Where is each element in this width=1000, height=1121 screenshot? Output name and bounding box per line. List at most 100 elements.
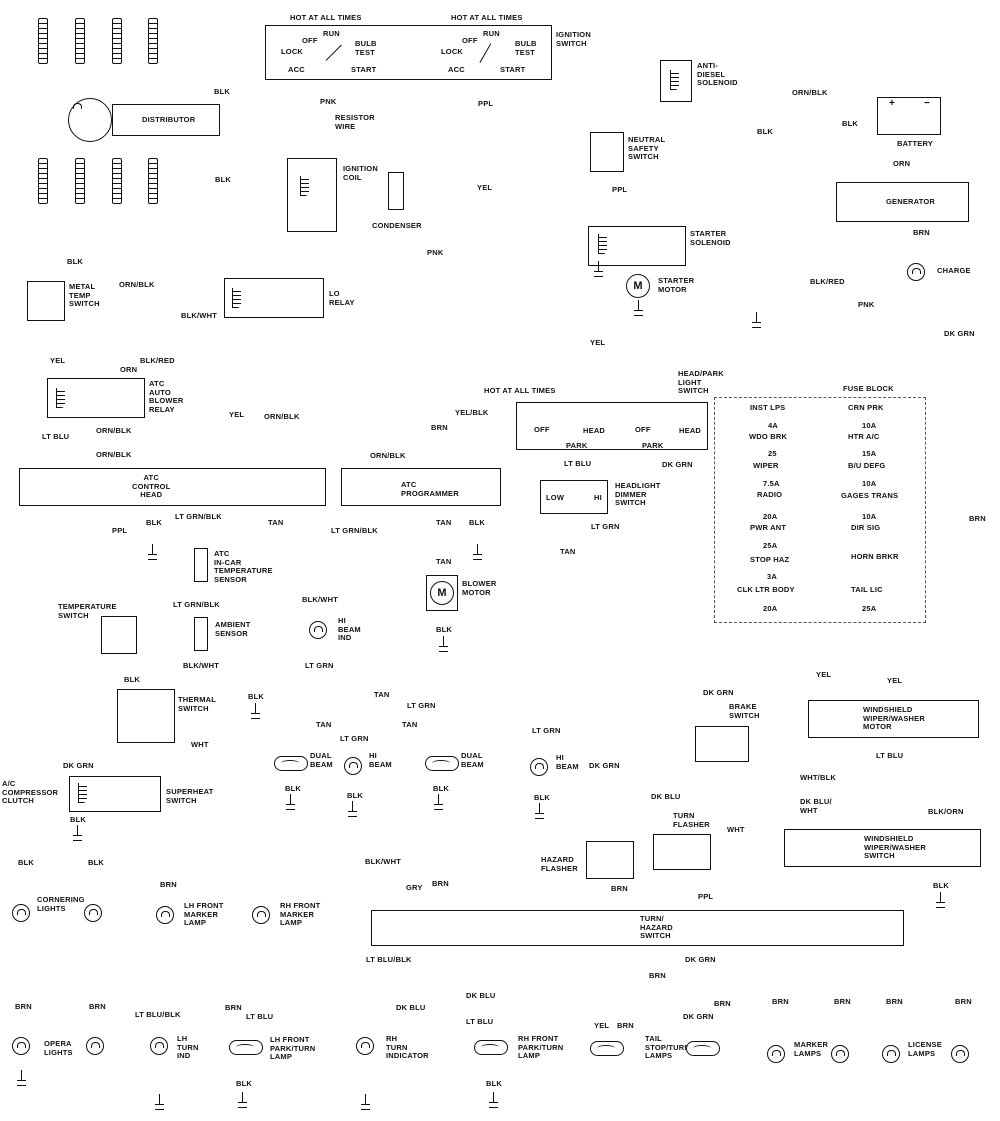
wire-brn-hazard: BRN	[611, 884, 628, 893]
wire-yel-blk-prog: YEL/BLK	[455, 408, 489, 417]
fuse-tail-lic-amp: 25A	[862, 604, 877, 613]
fuse-radio-amp: 20A	[763, 512, 778, 521]
ground-sensor	[251, 703, 260, 721]
ground-starter-motor	[634, 300, 643, 318]
ground-compressor	[73, 825, 82, 843]
wire-tan-prog: TAN	[436, 518, 452, 527]
thermal-switch-label: THERMAL SWITCH	[178, 695, 217, 713]
condenser-label: CONDENSER	[372, 221, 422, 230]
wire-blk-red-relay: BLK/RED	[140, 356, 175, 365]
ignition-lock-2: LOCK	[441, 47, 464, 56]
fuse-stop-haz-amp: 3A	[767, 572, 777, 581]
fuse-bu-defg: B/U DEFG	[848, 461, 886, 470]
wire-orn-blk-relay-2: ORN/BLK	[96, 450, 132, 459]
wire-blk-battery-2: BLK	[842, 119, 859, 128]
dimmer-switch-label: HEADLIGHT DIMMER SWITCH	[615, 481, 661, 507]
marker-lamp-left	[767, 1045, 785, 1063]
fuse-wiper-amp: 7.5A	[763, 479, 780, 488]
wire-brn-lh-park: BRN	[225, 1003, 242, 1012]
starter-solenoid-winding	[598, 234, 607, 254]
tail-stop-turn-label: TAIL STOP/TURN LAMPS	[645, 1034, 690, 1060]
fuse-stop-haz: STOP HAZ	[750, 555, 790, 564]
rh-front-park-turn-lamp	[474, 1040, 508, 1055]
ground-resistor	[752, 312, 761, 330]
wire-brn-main: BRN	[649, 971, 666, 980]
lo-relay-label: LO RELAY	[329, 289, 355, 307]
wiper-switch-label: WINDSHIELD WIPER/WASHER SWITCH	[864, 834, 926, 860]
wire-pnk-charge: PNK	[858, 300, 875, 309]
ground-rh-turn	[361, 1094, 370, 1112]
hi-beam-ind-label: HI BEAM IND	[338, 616, 361, 642]
wire-lt-grn-beams: LT GRN	[407, 701, 436, 710]
spark-plug-1	[38, 18, 48, 64]
superheat-switch-label: SUPERHEAT SWITCH	[166, 787, 214, 805]
wire-ppl-1: PPL	[478, 99, 494, 108]
fuse-horn-brkr: HORN BRKR	[851, 552, 899, 561]
spark-plug-3	[112, 18, 122, 64]
starter-motor-symbol: M	[633, 280, 643, 292]
wire-dk-blu-wht-wiper: DK BLU/ WHT	[800, 797, 832, 815]
ignition-run-2: RUN	[483, 29, 500, 38]
fuse-crn-prk-amp: 10A	[862, 421, 877, 430]
fuse-bu-defg-amp: 10A	[862, 479, 877, 488]
fuse-gages-trans-amp: 10A	[862, 512, 877, 521]
fuse-tail-lic: TAIL LIC	[851, 585, 883, 594]
wire-dk-grn-compressor: DK GRN	[63, 761, 94, 770]
wire-orn-blk-lo: ORN/BLK	[119, 280, 155, 289]
lh-front-marker-lamp	[156, 906, 174, 924]
starter-motor: M	[626, 274, 650, 298]
generator	[836, 182, 969, 222]
dual-beam-lamp-left	[274, 756, 308, 771]
wire-yel-wiper-2: YEL	[887, 676, 903, 685]
wire-brn-opera-2: BRN	[89, 1002, 106, 1011]
fuse-wdo-brk: WDO BRK	[749, 432, 788, 441]
blower-motor-symbol: M	[437, 587, 447, 599]
charge-label: CHARGE	[937, 266, 971, 275]
atc-control-head	[19, 468, 326, 506]
wiper-washer-switch	[784, 829, 981, 867]
wire-brn-license-2: BRN	[955, 997, 972, 1006]
ignition-lock: LOCK	[281, 47, 304, 56]
wire-dk-grn-hazard: DK GRN	[589, 761, 620, 770]
rh-turn-indicator-label: RH TURN INDICATOR	[386, 1034, 429, 1060]
temperature-switch	[101, 616, 137, 654]
wire-lt-grn-beams-3: LT GRN	[532, 726, 561, 735]
wire-lt-blu-relay: LT BLU	[42, 432, 70, 441]
distributor-label: DISTRIBUTOR	[142, 115, 196, 124]
wire-lt-grn-blk-atc: LT GRN/BLK	[175, 512, 222, 521]
thermal-switch	[117, 689, 175, 743]
spark-plug-5	[38, 158, 48, 204]
wire-brn-opera: BRN	[15, 1002, 32, 1011]
wire-ppl-atc: PPL	[112, 526, 128, 535]
metal-temp-label: METAL TEMP SWITCH	[69, 282, 100, 308]
blower-relay-winding	[56, 388, 65, 408]
spark-plug-4	[148, 18, 158, 64]
headlamp-park-2: PARK	[642, 441, 664, 450]
charge-indicator	[907, 263, 925, 281]
rh-front-marker-label: RH FRONT MARKER LAMP	[280, 901, 321, 927]
neutral-safety-switch	[590, 132, 624, 172]
dual-beam-lamp-right	[425, 756, 459, 771]
headlamp-off: OFF	[534, 425, 550, 434]
head-park-light-switch	[516, 402, 708, 450]
wire-ppl-2: PPL	[612, 185, 628, 194]
lh-front-park-turn-lamp	[229, 1040, 263, 1055]
wire-blk-battery: BLK	[757, 127, 774, 136]
wire-lt-blu-blk-turn: LT BLU/BLK	[366, 955, 412, 964]
ground-beam-4	[535, 803, 544, 821]
neutral-safety-label: NEUTRAL SAFETY SWITCH	[628, 135, 666, 161]
atc-programmer-label: ATC PROGRAMMER	[401, 480, 459, 498]
atc-control-head-label: ATC CONTROL HEAD	[132, 473, 171, 499]
turn-flasher-label: TURN FLASHER	[673, 811, 710, 829]
wire-lt-grn-beams-2: LT GRN	[340, 734, 369, 743]
wire-dk-grn-headlamp: DK GRN	[662, 460, 693, 469]
wire-orn-blk-relay: ORN/BLK	[96, 426, 132, 435]
wire-blk-beam-1: BLK	[285, 784, 302, 793]
wire-tan-blower: TAN	[436, 557, 452, 566]
anti-diesel-winding	[670, 70, 679, 90]
spark-plug-6	[75, 158, 85, 204]
wire-dk-grn-brake: DK GRN	[703, 688, 734, 697]
hazard-flasher	[586, 841, 634, 879]
fuse-radio: RADIO	[757, 490, 783, 499]
spark-plug-2	[75, 18, 85, 64]
